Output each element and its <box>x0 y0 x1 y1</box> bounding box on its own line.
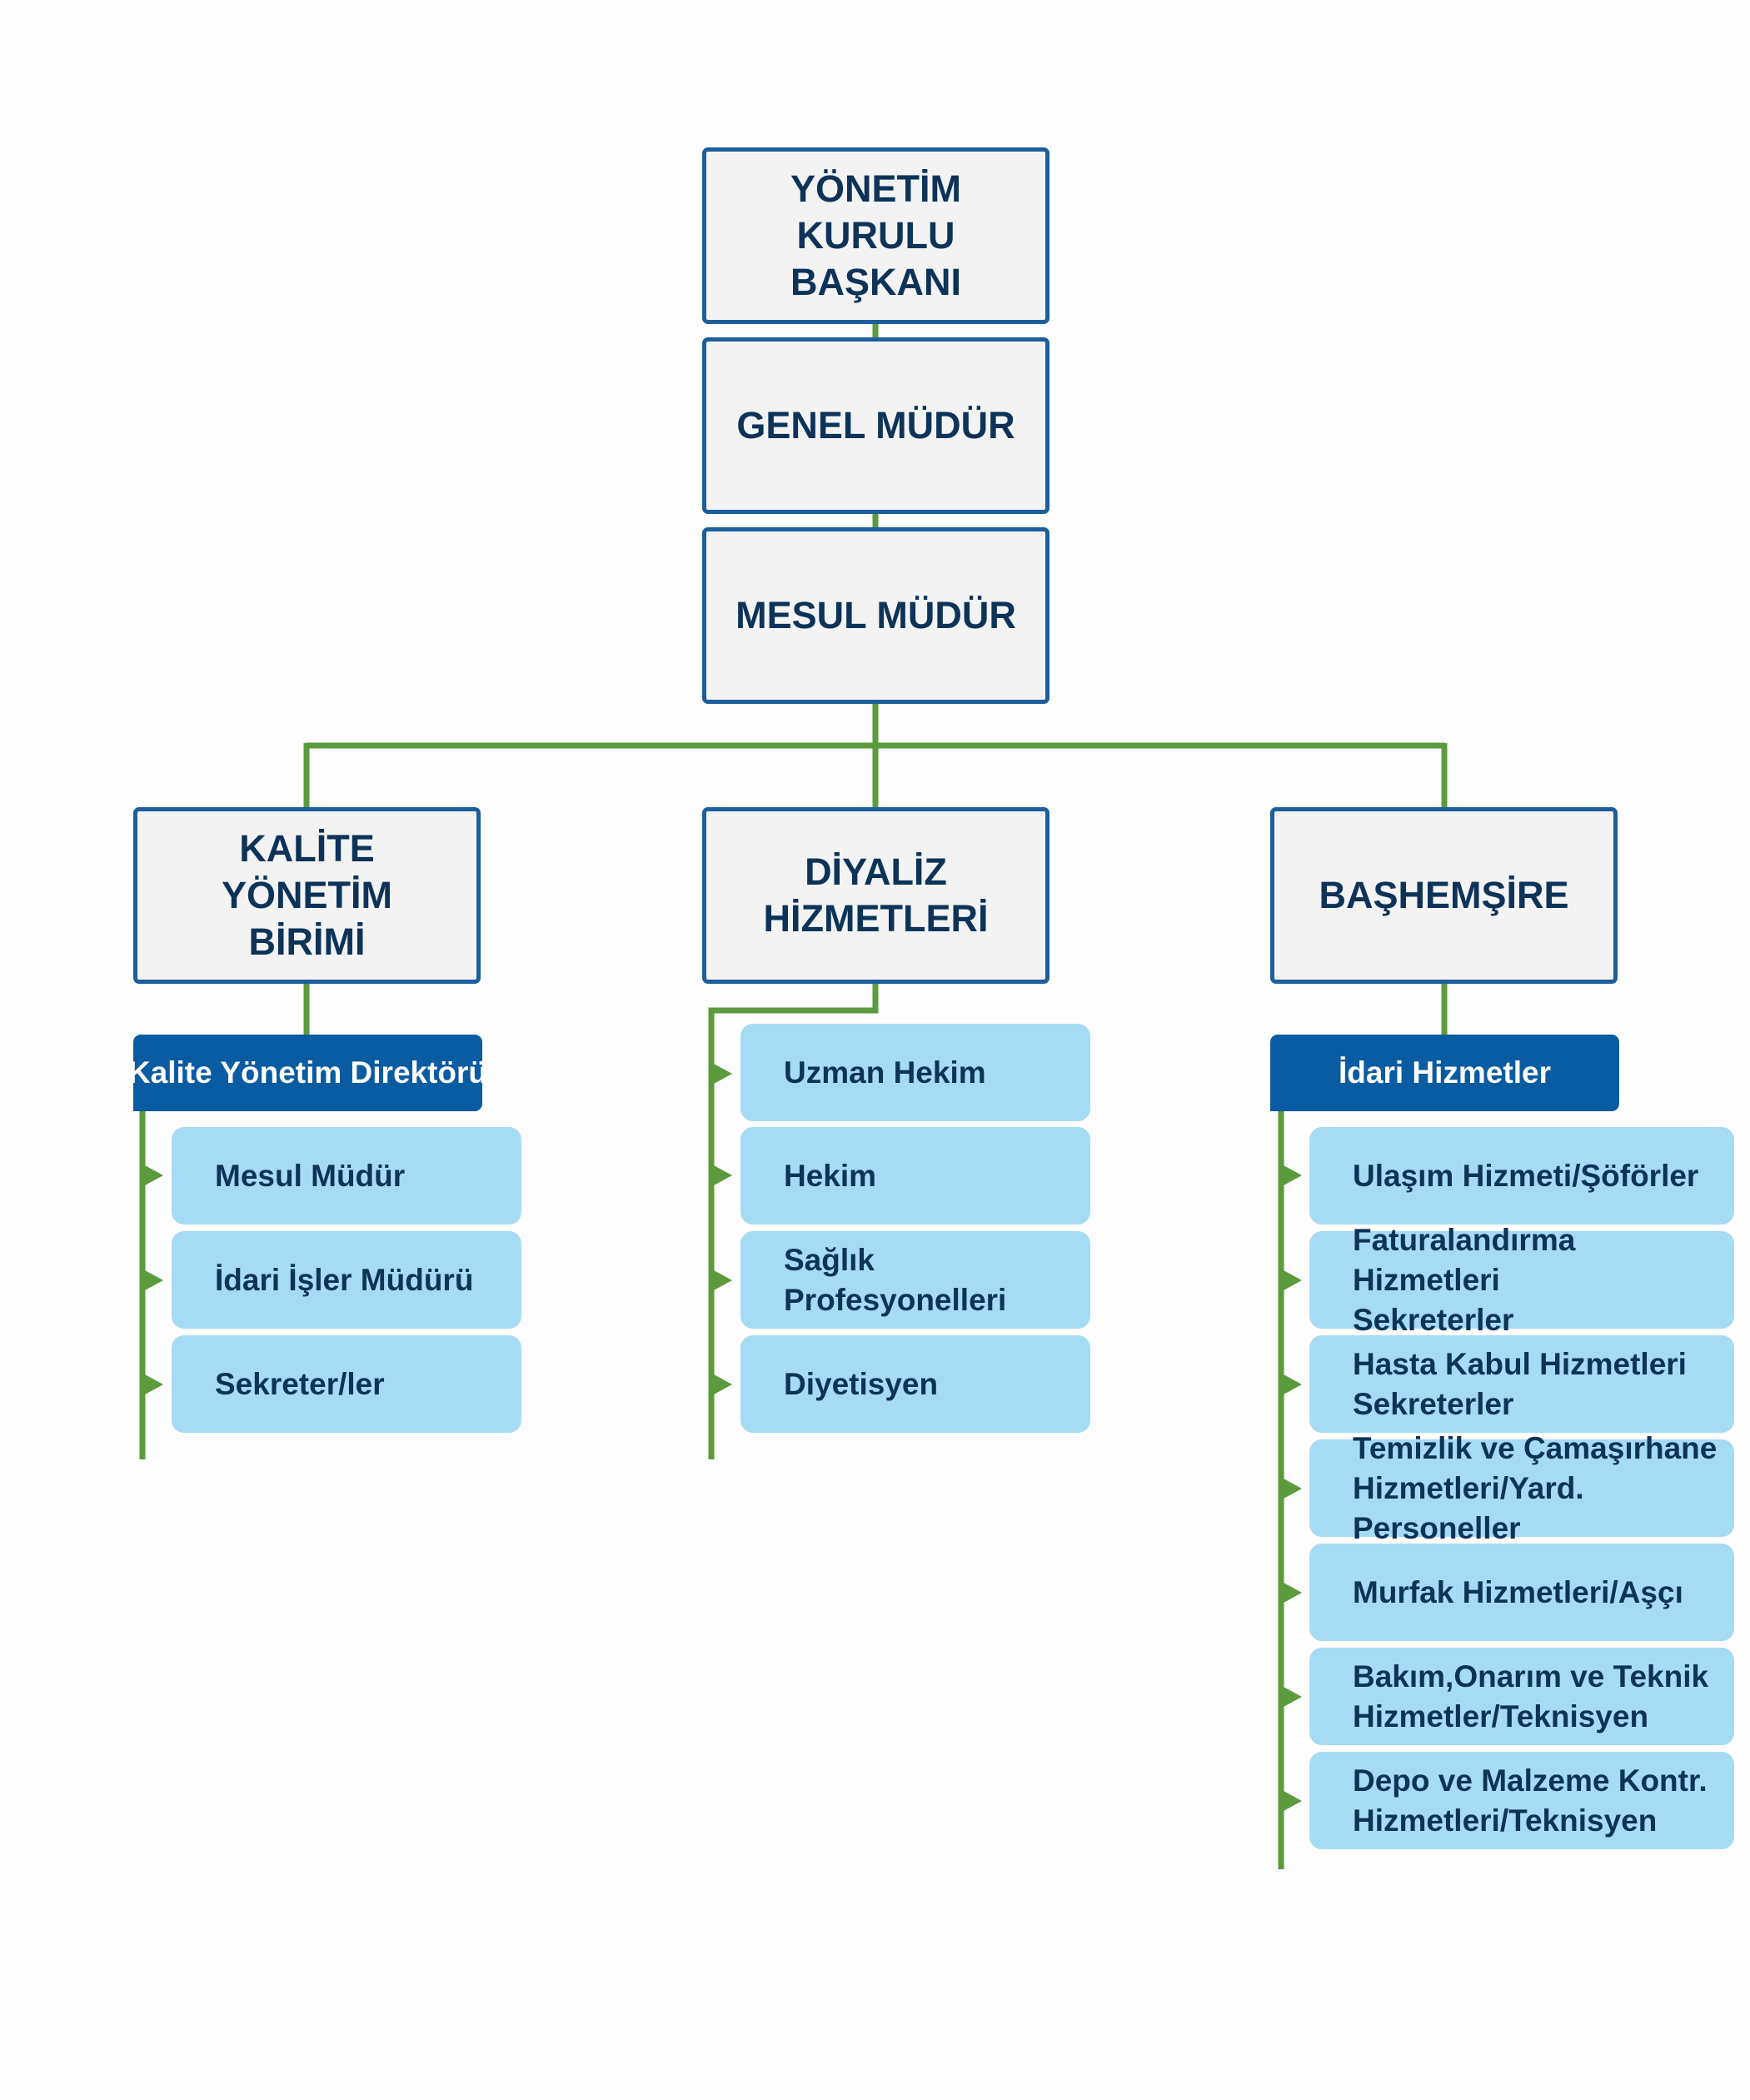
quality-director-header: Kalite Yönetim Direktörü <box>128 1035 487 1111</box>
arrow-headnurse-1 <box>1284 1165 1302 1185</box>
quality-director-label: Kalite Yönetim Direktörü <box>127 1055 488 1090</box>
admin-service-item-label: Depo ve Malzeme Kontr. Hizmetleri/Teknis… <box>1353 1763 1708 1838</box>
admin-service-item: Faturalandırma Hizmetleri Sekreterler <box>1309 1223 1734 1337</box>
arrow-quality-2 <box>145 1270 163 1290</box>
arrow-headnurse-4 <box>1284 1479 1302 1499</box>
dialysis-item-label: Diyetisyen <box>784 1366 939 1401</box>
admin-service-item-label: Murfak Hizmetleri/Aşçı <box>1353 1574 1683 1609</box>
admin-service-item-label: Faturalandırma Hizmetleri Sekreterler <box>1353 1222 1576 1337</box>
administrative-services-label: İdari Hizmetler <box>1339 1055 1551 1090</box>
quality-item-label: Mesul Müdür <box>215 1158 406 1193</box>
dialysis-item-label: Sağlık Profesyonelleri <box>784 1242 1007 1317</box>
chairman-label: YÖNETİM KURULU BAŞKANI <box>790 167 961 303</box>
quality-item: Mesul Müdür <box>172 1127 521 1225</box>
quality-unit-box: KALİTE YÖNETİM BİRİMİ <box>133 807 481 984</box>
admin-service-item: Hasta Kabul Hizmetleri Sekreterler <box>1309 1335 1734 1433</box>
arrow-dialysis-2 <box>714 1165 732 1185</box>
general-manager-box: GENEL MÜDÜR <box>702 337 1050 514</box>
arrow-dialysis-1 <box>714 1064 732 1084</box>
general-manager-label: GENEL MÜDÜR <box>736 404 1015 446</box>
dialysis-item: Sağlık Profesyonelleri <box>740 1231 1090 1329</box>
admin-service-item-label: Hasta Kabul Hizmetleri Sekreterler <box>1353 1346 1687 1421</box>
arrow-dialysis-3 <box>714 1270 732 1290</box>
admin-service-item-label: Bakım,Onarım ve Teknik Hizmetler/Teknisy… <box>1353 1659 1709 1733</box>
arrow-headnurse-2 <box>1284 1270 1302 1290</box>
arrow-headnurse-3 <box>1284 1374 1302 1394</box>
dialysis-item: Diyetisyen <box>740 1335 1090 1433</box>
arrow-quality-1 <box>145 1165 163 1185</box>
admin-service-item: Bakım,Onarım ve Teknik Hizmetler/Teknisy… <box>1309 1648 1734 1745</box>
admin-service-item: Depo ve Malzeme Kontr. Hizmetleri/Teknis… <box>1309 1752 1734 1849</box>
arrow-headnurse-7 <box>1284 1791 1302 1811</box>
responsible-manager-label: MESUL MÜDÜR <box>735 594 1016 636</box>
admin-service-item: Ulaşım Hizmeti/Şöförler <box>1309 1127 1734 1225</box>
admin-service-item-label: Temizlik ve Çamaşırhane Hizmetleri/Yard.… <box>1353 1430 1718 1545</box>
quality-item-label: İdari İşler Müdürü <box>215 1262 474 1297</box>
dialysis-item-label: Uzman Hekim <box>784 1055 986 1090</box>
head-nurse-box: BAŞHEMŞİRE <box>1270 807 1618 984</box>
arrow-quality-3 <box>145 1374 163 1394</box>
quality-item: İdari İşler Müdürü <box>172 1231 521 1329</box>
responsible-manager-box: MESUL MÜDÜR <box>702 527 1050 704</box>
dialysis-services-label: DİYALİZ HİZMETLERİ <box>763 850 989 940</box>
admin-service-item: Murfak Hizmetleri/Aşçı <box>1309 1544 1734 1641</box>
dialysis-services-box: DİYALİZ HİZMETLERİ <box>702 807 1050 984</box>
arrow-headnurse-6 <box>1284 1687 1302 1707</box>
quality-item: Sekreter/ler <box>172 1335 521 1433</box>
chairman-box: YÖNETİM KURULU BAŞKANI <box>702 147 1050 324</box>
dialysis-item: Hekim <box>740 1127 1090 1225</box>
dialysis-item-label: Hekim <box>784 1158 877 1193</box>
quality-item-label: Sekreter/ler <box>215 1366 385 1401</box>
admin-service-item: Temizlik ve Çamaşırhane Hizmetleri/Yard.… <box>1309 1431 1734 1545</box>
admin-service-item-label: Ulaşım Hizmeti/Şöförler <box>1353 1158 1699 1193</box>
arrow-dialysis-4 <box>714 1374 732 1394</box>
administrative-services-header: İdari Hizmetler <box>1270 1035 1619 1111</box>
arrow-headnurse-5 <box>1284 1583 1302 1603</box>
connector-dialysis-elbow <box>708 983 879 1459</box>
dialysis-item: Uzman Hekim <box>740 1024 1090 1121</box>
head-nurse-label: BAŞHEMŞİRE <box>1319 874 1569 916</box>
quality-unit-label: KALİTE YÖNETİM BİRİMİ <box>221 827 392 963</box>
